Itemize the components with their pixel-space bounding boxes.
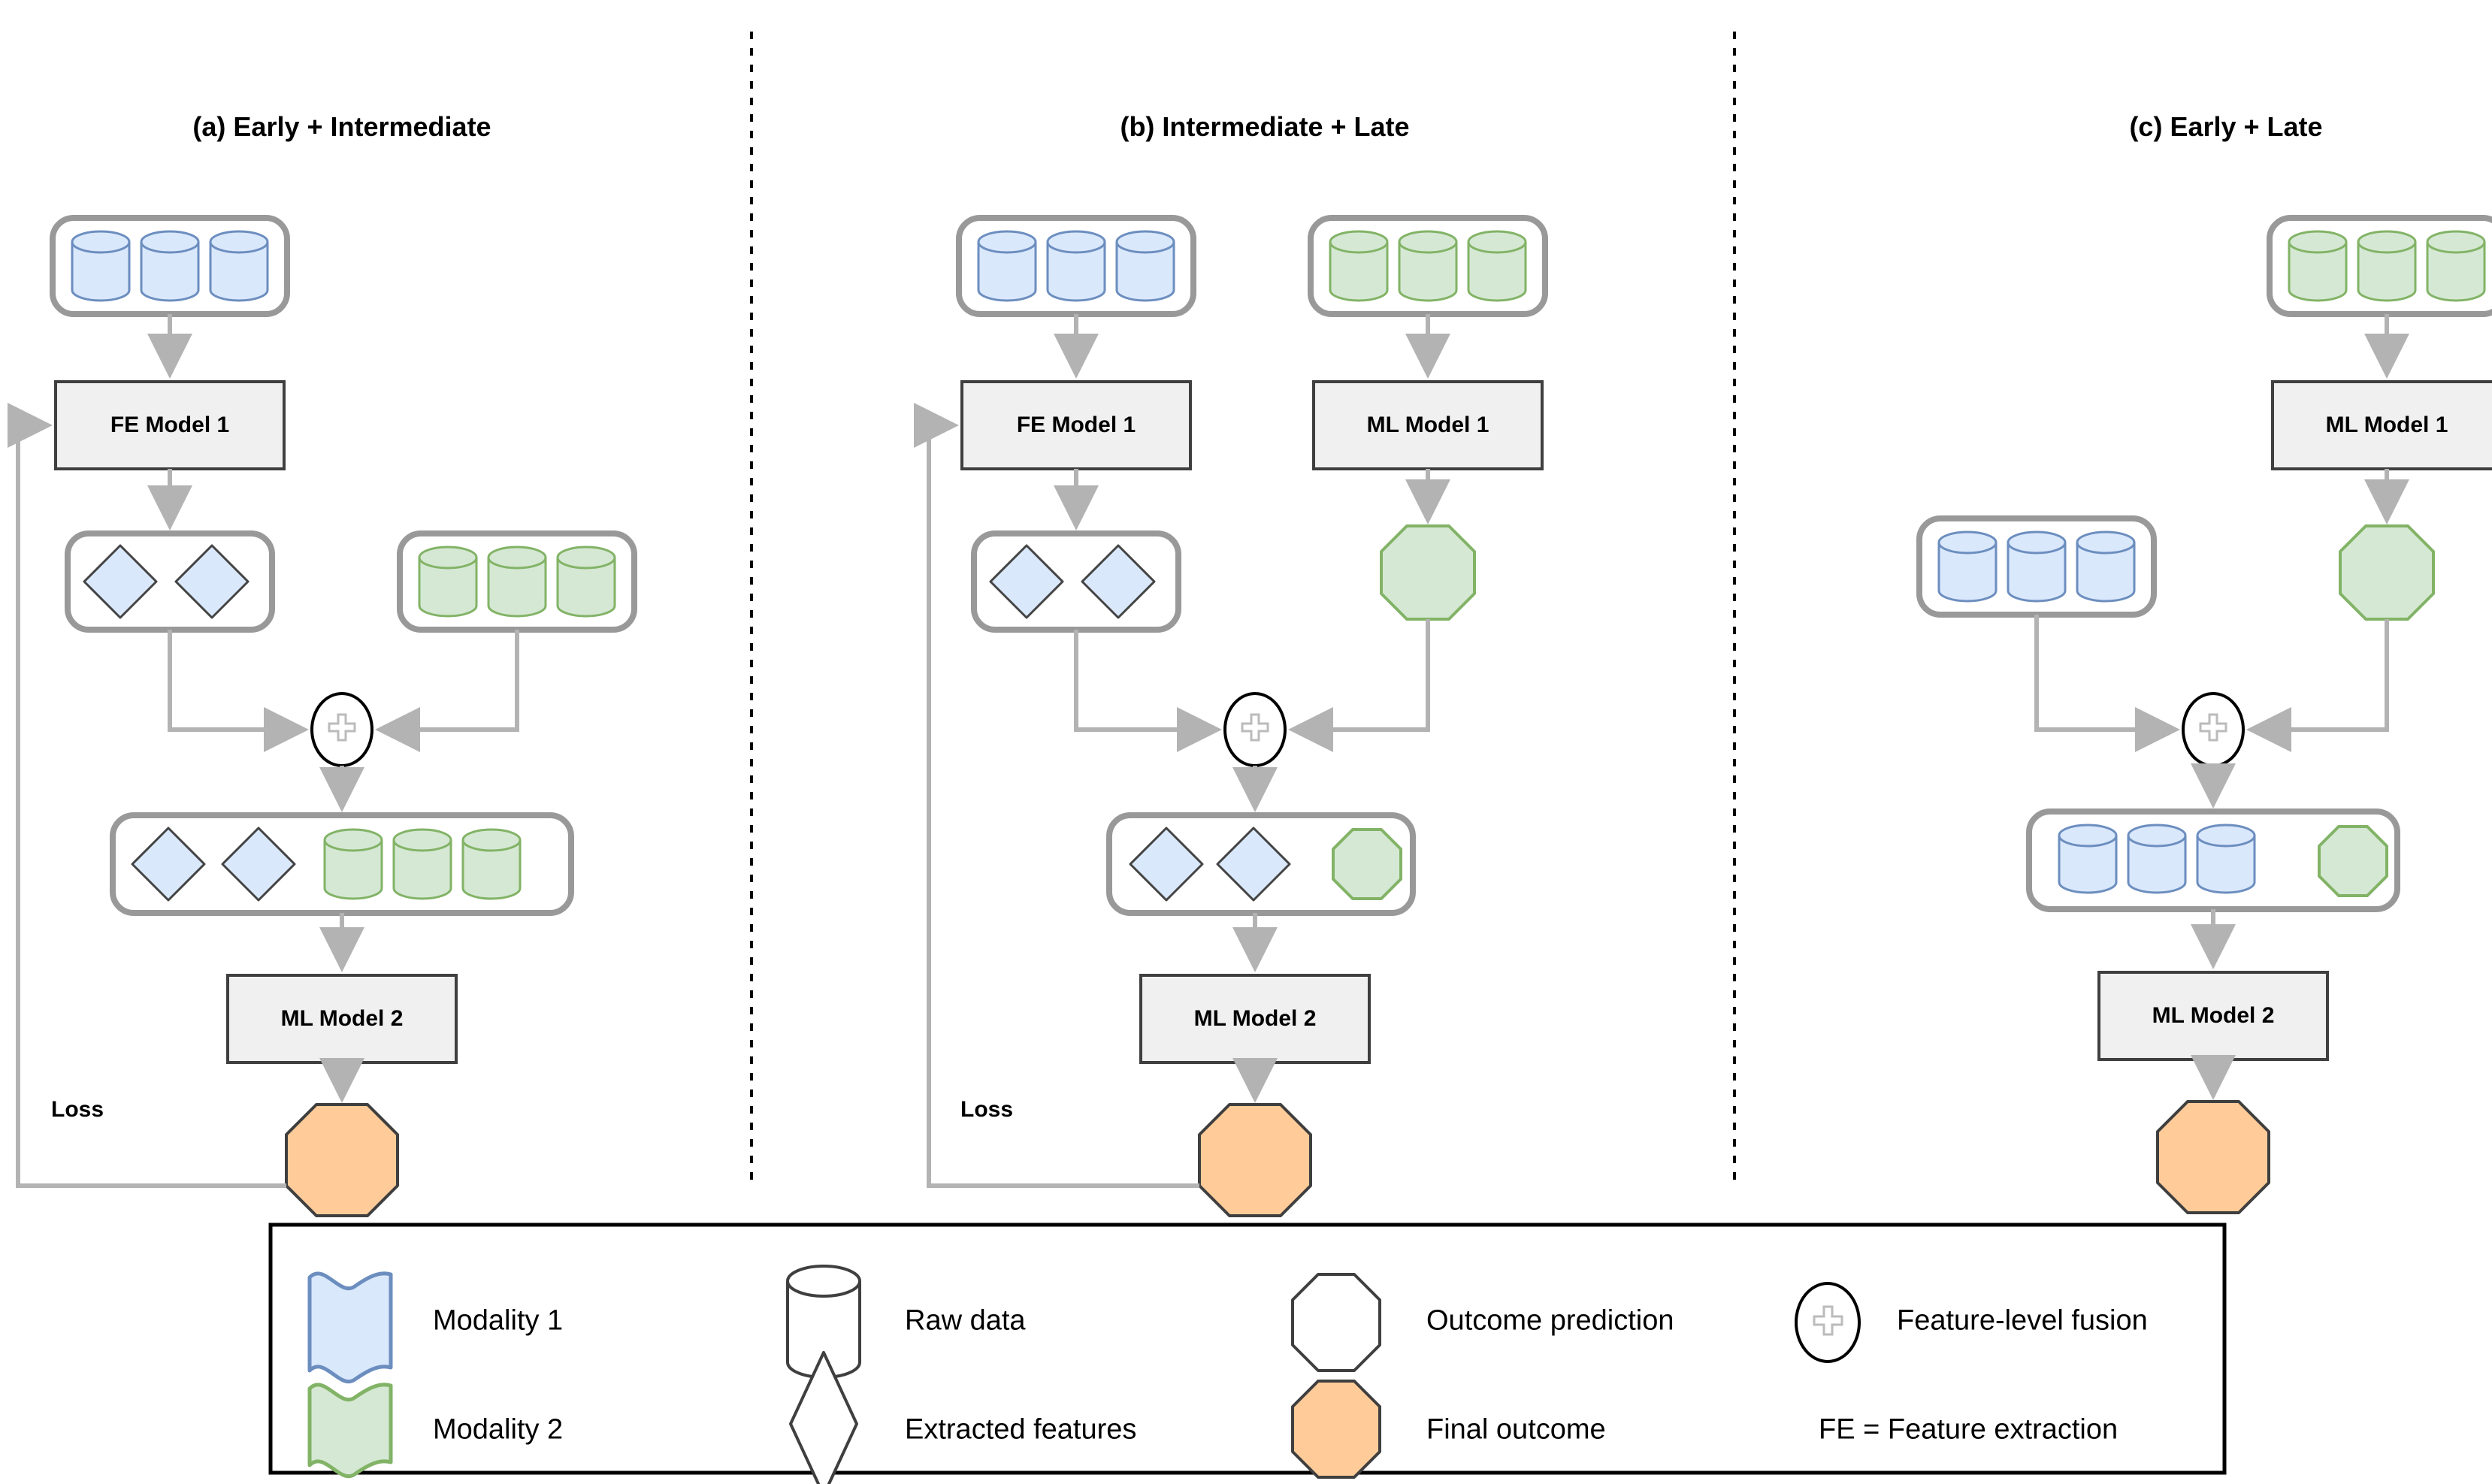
final-outcome-octagon-c — [2156, 1100, 2270, 1214]
node-label-ml-model-2-c: ML Model 2 — [2152, 1003, 2275, 1028]
outcome-prediction-octagon-b — [1380, 524, 1476, 621]
cylinder-icon — [2076, 530, 2136, 603]
edge-loss-feedback-b — [914, 403, 1199, 1188]
cylinder-icon — [2127, 824, 2187, 894]
legend-label-final-outcome: Final outcome — [1426, 1413, 1606, 1446]
diamond-icon — [1081, 544, 1156, 619]
loss-label-b: Loss — [960, 1097, 1014, 1122]
loss-label-a: Loss — [51, 1097, 104, 1122]
node-label-fe-model-1-b: FE Model 1 — [1016, 413, 1136, 437]
diamond-icon — [989, 544, 1064, 619]
node-label-ml-model-1-b: ML Model 1 — [1366, 413, 1489, 437]
edge-raw-m2-to-fusion-a — [375, 630, 519, 752]
plus-icon — [2199, 713, 2227, 742]
cylinder-icon — [140, 230, 200, 302]
cylinder-icon — [487, 546, 547, 618]
final-outcome-octagon-a — [285, 1103, 399, 1217]
cylinder-icon — [1937, 530, 1998, 603]
octagon-icon — [1291, 1273, 1381, 1372]
diamond-icon — [174, 544, 250, 619]
cylinder-icon — [2058, 824, 2118, 894]
cylinder-icon — [786, 1265, 861, 1379]
panel-c-title: (c) Early + Late — [2129, 111, 2323, 142]
outcome-prediction-octagon-c — [2339, 524, 2435, 621]
cylinder-icon — [2196, 824, 2256, 894]
panel-b-title: (b) Intermediate + Late — [1120, 111, 1410, 142]
model-box-ml-2-a — [226, 974, 458, 1064]
plus-icon — [1241, 713, 1269, 742]
model-box-ml-2-b — [1139, 974, 1371, 1064]
panel-b-graphics — [914, 215, 1548, 1217]
wave-flag-blue-icon — [307, 1271, 393, 1383]
cylinder-icon — [556, 546, 616, 618]
diamond-icon — [221, 827, 296, 902]
node-label-fe-model-1-a: FE Model 1 — [110, 413, 230, 437]
cylinder-icon — [1329, 230, 1389, 302]
legend-label-modality-1: Modality 1 — [433, 1304, 564, 1337]
edge-raw-m1-to-fusion-c — [2034, 615, 2180, 752]
diamond-icon — [83, 544, 158, 619]
legend-graphics — [268, 1223, 2227, 1484]
cylinder-icon — [1398, 230, 1458, 302]
cylinder-icon — [209, 230, 269, 302]
node-label-ml-model-2-a: ML Model 2 — [280, 1006, 404, 1031]
edge-features-to-fusion-a — [168, 630, 309, 752]
outcome-prediction-octagon-fused-c — [2318, 825, 2388, 897]
wave-flag-green-icon — [307, 1383, 393, 1478]
model-box-fe-1-a — [54, 380, 286, 470]
panel-c-graphics — [1916, 215, 2492, 1214]
cylinder-icon — [71, 230, 131, 302]
cylinder-icon — [1467, 230, 1527, 302]
panel-a-graphics — [8, 215, 637, 1217]
plus-icon — [328, 713, 356, 742]
cylinder-icon — [2357, 230, 2417, 302]
cylinder-icon — [461, 828, 522, 900]
cylinder-icon — [2288, 230, 2348, 302]
diamond-icon — [131, 827, 206, 902]
cylinder-icon — [418, 546, 478, 618]
diamond-icon — [1129, 827, 1204, 902]
legend-label-outcome-prediction: Outcome prediction — [1426, 1304, 1674, 1337]
outcome-prediction-octagon-fused-b — [1332, 828, 1402, 900]
model-box-fe-1-b — [960, 380, 1192, 470]
panel-a-title: (a) Early + Intermediate — [192, 111, 491, 142]
legend-abbreviation-fe: FE = Feature extraction — [1819, 1413, 2119, 1446]
edge-prediction-to-fusion-b — [1288, 619, 1430, 752]
cylinder-icon — [323, 828, 383, 900]
diamond-icon — [1216, 827, 1291, 902]
cylinder-icon — [1046, 230, 1106, 302]
legend-label-feature-level-fusion: Feature-level fusion — [1897, 1304, 2148, 1337]
cylinder-icon — [2426, 230, 2486, 302]
node-label-ml-model-1-c: ML Model 1 — [2325, 413, 2448, 437]
legend-label-modality-2: Modality 2 — [433, 1413, 564, 1446]
legend-label-raw-data: Raw data — [905, 1304, 1026, 1337]
node-label-ml-model-2-b: ML Model 2 — [1193, 1006, 1317, 1031]
final-outcome-octagon-b — [1198, 1103, 1312, 1217]
edge-features-to-fusion-b — [1074, 630, 1222, 752]
diamond-icon — [789, 1351, 858, 1484]
cylinder-icon — [977, 230, 1037, 302]
edge-prediction-to-fusion-c — [2246, 619, 2389, 752]
cylinder-icon — [392, 828, 452, 900]
legend-box — [268, 1223, 2227, 1475]
plus-icon — [1813, 1305, 1843, 1336]
octagon-orange-icon — [1291, 1380, 1381, 1479]
legend-label-extracted-features: Extracted features — [905, 1413, 1137, 1446]
cylinder-icon — [1115, 230, 1175, 302]
cylinder-icon — [2007, 530, 2067, 603]
edge-loss-feedback-a — [8, 403, 286, 1188]
